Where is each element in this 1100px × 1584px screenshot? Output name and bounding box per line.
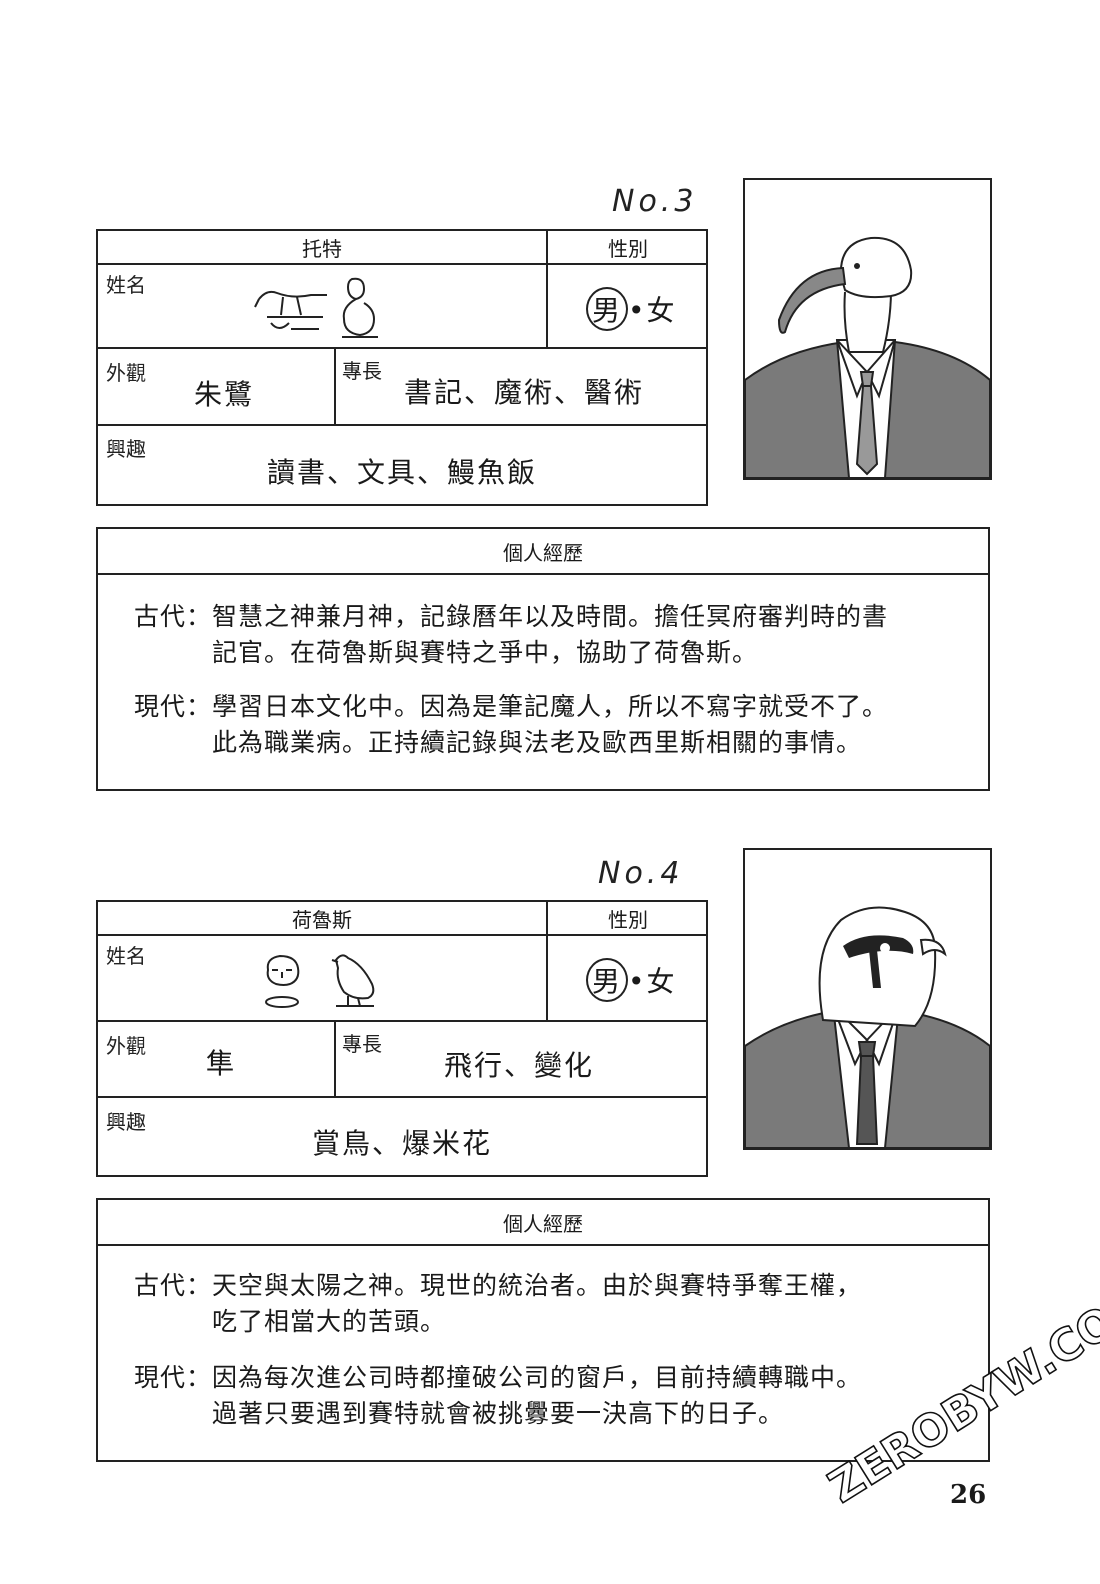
history-line: 現代：因為每次進公司時都撞破公司的窗戶，目前持續轉職中。 xyxy=(134,1363,863,1392)
portrait-falcon xyxy=(743,848,992,1150)
falcon-portrait-icon xyxy=(745,906,990,1148)
appearance-value: 朱鷺 xyxy=(194,378,255,411)
history-line: 古代：智慧之神兼月神，記錄曆年以及時間。擔任冥府審判時的書 xyxy=(134,602,889,631)
history-box: 個人經歷 古代：智慧之神兼月神，記錄曆年以及時間。擔任冥府審判時的書 記官。在荷… xyxy=(96,527,990,791)
profile-table: 托特 性別 姓名 男•女 外觀 朱鷺 專長 書記、魔術、醫術 興趣 讀書、文具、… xyxy=(96,229,708,506)
history-line: 吃了相當大的苦頭。 xyxy=(134,1307,447,1336)
ibis-portrait-icon xyxy=(745,236,990,478)
name-reading: 托特 xyxy=(302,237,342,261)
gender-female: 女 xyxy=(646,965,677,998)
history-line: 此為職業病。正持續記錄與法老及歐西里斯相關的事情。 xyxy=(134,728,863,757)
page-number: 26 xyxy=(950,1480,987,1510)
specialty-value: 飛行、變化 xyxy=(444,1049,595,1082)
portrait-ibis xyxy=(743,178,992,480)
gender-male-selected: 男 xyxy=(586,958,629,1002)
appearance-value: 隼 xyxy=(206,1047,237,1080)
hobby-value: 賞鳥、爆米花 xyxy=(311,1127,492,1160)
history-box: 個人經歷 古代：天空與太陽之神。現世的統治者。由於與賽特爭奪王權， 吃了相當大的… xyxy=(96,1198,990,1462)
profile-table: 荷魯斯 性別 姓名 男•女 外觀 隼 專長 飛行、變化 興趣 賞鳥、爆米花 xyxy=(96,900,708,1177)
gender-dot: • xyxy=(628,294,647,327)
history-line: 現代：學習日本文化中。因為是筆記魔人，所以不寫字就受不了。 xyxy=(134,692,889,721)
history-title: 個人經歷 xyxy=(503,1212,583,1236)
gender-female: 女 xyxy=(646,294,677,327)
gender-male-selected: 男 xyxy=(586,287,629,331)
hobby-value: 讀書、文具、鰻魚飯 xyxy=(266,456,537,489)
hieroglyph-face-icon xyxy=(265,954,300,1008)
history-line: 古代：天空與太陽之神。現世的統治者。由於與賽特爭奪王權， xyxy=(134,1271,863,1300)
card-number: No.4 xyxy=(598,856,684,891)
gender-selector: 男•女 xyxy=(586,958,677,1002)
name-label: 姓名 xyxy=(106,273,146,297)
history-line: 過著只要遇到賽特就會被挑釁要一決高下的日子。 xyxy=(134,1399,785,1428)
appearance-label: 外觀 xyxy=(106,361,146,385)
gender-header: 性別 xyxy=(608,237,648,261)
history-title: 個人經歷 xyxy=(503,541,583,565)
specialty-label: 專長 xyxy=(342,1032,382,1056)
hobby-label: 興趣 xyxy=(106,437,146,461)
hieroglyph-seated-god-icon xyxy=(342,277,378,338)
history-line: 記官。在荷魯斯與賽特之爭中，協助了荷魯斯。 xyxy=(134,638,759,667)
gender-selector: 男•女 xyxy=(586,287,677,331)
hieroglyph-ibis-icon xyxy=(254,290,327,330)
name-label: 姓名 xyxy=(106,944,146,968)
gender-header: 性別 xyxy=(608,908,648,932)
gender-dot: • xyxy=(628,965,647,998)
appearance-label: 外觀 xyxy=(106,1034,146,1058)
name-reading: 荷魯斯 xyxy=(292,908,352,932)
hieroglyph-falcon-icon xyxy=(331,954,375,1007)
hobby-label: 興趣 xyxy=(106,1110,146,1134)
specialty-label: 專長 xyxy=(342,359,382,383)
card-number: No.3 xyxy=(612,184,698,219)
specialty-value: 書記、魔術、醫術 xyxy=(404,376,645,409)
